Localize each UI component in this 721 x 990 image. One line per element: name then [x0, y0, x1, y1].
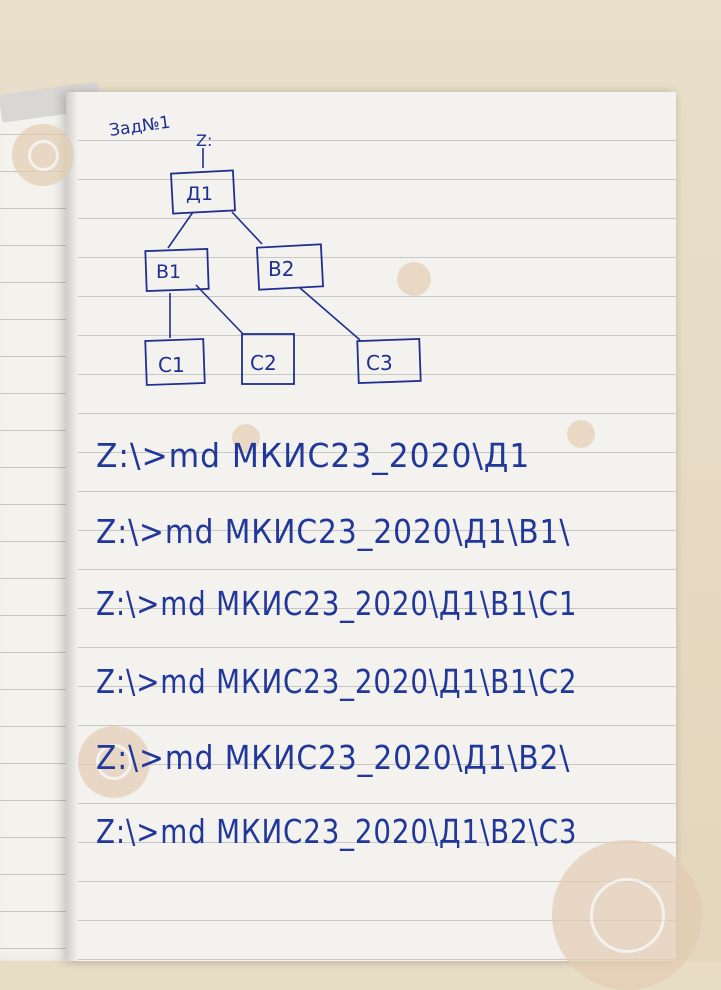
folder-box-c2 [241, 333, 295, 385]
tree-connector-lines [167, 148, 361, 341]
right-notebook-page [66, 92, 676, 961]
folder-box-c1 [144, 338, 206, 386]
command-line: Z:\>md МКИС23_2020\Д1 [96, 436, 531, 475]
command-line: Z:\>md МКИС23_2020\Д1\B1\C2 [96, 662, 578, 701]
tree-root-label: Z: [196, 131, 212, 150]
folder-label-c3: C3 [366, 351, 393, 375]
task-heading: Зад№1 [108, 113, 172, 141]
directory-tree-diagram: Зад№1 Z: Д1 B1 B2 C1 C2 C3 [108, 113, 422, 386]
folder-label-c1: C1 [158, 353, 185, 377]
folder-box-d1 [170, 169, 236, 215]
command-line: Z:\>md МКИС23_2020\Д1\B1\C1 [96, 584, 578, 623]
command-line: Z:\>md МКИС23_2020\Д1\B1\ [96, 512, 571, 551]
paper-watermark-icon [567, 420, 595, 448]
folder-box-b2 [255, 243, 325, 291]
paper-watermark-icon [397, 262, 431, 296]
folder-label-b1: B1 [156, 261, 181, 283]
notebook-spine [66, 92, 78, 961]
command-line: Z:\>md МКИС23_2020\Д1\B2\ [96, 738, 571, 777]
paper-watermark-icon [78, 726, 150, 798]
folder-box-b1 [144, 247, 210, 293]
folder-label-b2: B2 [268, 257, 294, 281]
paper-watermark-icon [232, 424, 260, 452]
folder-label-c2: C2 [250, 351, 277, 375]
paper-watermark-icon [12, 124, 74, 186]
command-line: Z:\>md МКИС23_2020\Д1\B2\C3 [96, 812, 578, 851]
folder-label-d1: Д1 [186, 183, 213, 205]
folder-box-c3 [356, 338, 422, 384]
tree-folder-boxes [144, 169, 422, 386]
